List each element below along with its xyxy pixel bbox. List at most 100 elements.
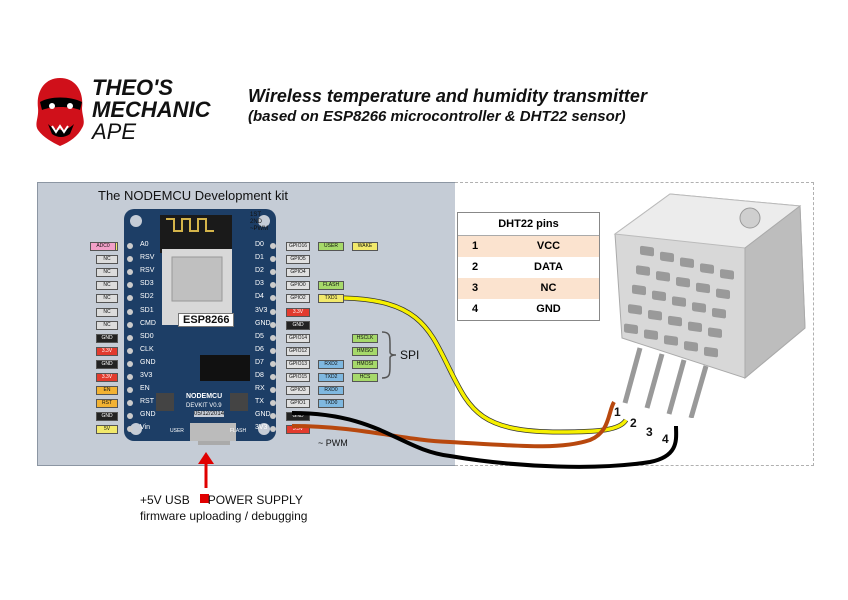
- left-pin-tag: NC: [96, 307, 118, 317]
- pin-hole-icon: [127, 387, 133, 394]
- right-pin-tag: GND: [286, 320, 310, 330]
- pin-hole-icon: [270, 426, 276, 433]
- devkit-label: DEVKIT V0.9: [186, 403, 222, 409]
- right-pin-tag: GPIO1: [286, 399, 310, 409]
- right-pin-label: D1: [255, 254, 264, 262]
- left-pin-label: CMD: [140, 319, 156, 327]
- function-tag: RXD0: [318, 386, 344, 396]
- pin-hole-icon: [270, 413, 276, 420]
- left-pin-label: 3V3: [140, 372, 153, 379]
- power-square-icon: [200, 494, 209, 503]
- function-tag: ADC0: [90, 242, 116, 251]
- right-pin-label: D8: [255, 372, 264, 379]
- pin-hole-icon: [127, 243, 133, 249]
- pin-hole-icon: [270, 243, 276, 249]
- pin-hole-icon: [127, 347, 133, 354]
- pin-hole-icon: [270, 308, 276, 315]
- function-tag: HSCLK: [352, 333, 378, 343]
- pin-hole-icon: [127, 269, 133, 276]
- left-pin-tag: RST: [96, 399, 118, 409]
- left-pin-label: RSV: [140, 254, 155, 262]
- left-pin-tag: NC: [96, 268, 118, 278]
- left-pin-tag: EN: [96, 386, 118, 396]
- pin-hole-icon: [127, 413, 133, 420]
- logo-line-1: THEO'S: [92, 75, 174, 100]
- left-pin-tag: GND: [96, 333, 118, 343]
- right-pin-tag: GPIO16: [286, 242, 310, 251]
- wire-vcc: [291, 400, 616, 449]
- kit-title: The NODEMCU Development kit: [98, 188, 288, 203]
- pwm-label: ~ PWM: [318, 438, 348, 448]
- chip-label: ESP8266: [178, 313, 235, 327]
- pin-hole-icon: [127, 295, 133, 302]
- right-pin-label: D3: [255, 280, 264, 288]
- left-pin-label: Vin: [140, 424, 150, 432]
- function-tag: TXD1: [318, 294, 344, 304]
- pin-hole-icon: [270, 360, 276, 367]
- spi-label: SPI: [400, 348, 420, 362]
- pin-hole-icon: [127, 256, 133, 263]
- right-pin-tag: GPIO4: [286, 268, 310, 278]
- page-subtitle: (based on ESP8266 microcontroller & DHT2…: [248, 108, 626, 125]
- right-pin-label: D6: [255, 345, 264, 353]
- spi-bracket-icon: [381, 331, 397, 379]
- left-pin-label: SD3: [140, 280, 154, 288]
- wire-gnd: [291, 411, 679, 469]
- pin-hole-icon: [270, 295, 276, 302]
- left-pin-tag: GND: [96, 359, 118, 369]
- pin-hole-icon: [127, 360, 133, 367]
- right-pin-label: D5: [255, 332, 264, 340]
- left-pin-label: A0: [140, 241, 149, 248]
- pin-hole-icon: [127, 400, 133, 407]
- sensor-pin-3-label: 3: [646, 425, 653, 439]
- pin-hole-icon: [270, 400, 276, 407]
- sensor-pin-2-label: 2: [630, 416, 637, 430]
- left-pin-tag: NC: [96, 294, 118, 304]
- function-tag: RXD2: [318, 359, 344, 369]
- left-pin-tag: 3.3V: [96, 373, 118, 382]
- right-pin-label: D4: [255, 293, 264, 301]
- pin-hole-icon: [127, 321, 133, 328]
- left-pin-tag: NC: [96, 255, 118, 265]
- wire-data: [343, 295, 629, 435]
- logo-line-3: APE: [92, 119, 137, 144]
- left-pin-tag: 3.3V: [96, 346, 118, 356]
- function-tag: WAKE: [352, 242, 378, 251]
- left-pin-label: GND: [140, 411, 156, 419]
- left-pin-label: EN: [140, 385, 150, 393]
- pin-hole-icon: [127, 426, 133, 433]
- pin-hole-icon: [127, 282, 133, 289]
- user-button-label: USER: [170, 428, 184, 434]
- pin-hole-icon: [270, 269, 276, 276]
- page-title: Wireless temperature and humidity transm…: [248, 86, 647, 106]
- pin-hole-icon: [127, 374, 133, 380]
- right-pin-label: 3V3: [255, 306, 268, 314]
- left-pin-tag: NC: [96, 281, 118, 291]
- function-tag: HMOSI: [352, 359, 378, 369]
- right-pin-tag: GPIO3: [286, 386, 310, 396]
- right-pin-label: D2: [255, 267, 264, 275]
- date-label: 05/12/2014: [194, 411, 225, 417]
- right-pin-label: D0: [255, 241, 264, 248]
- ape-logo-icon: [36, 78, 84, 146]
- right-pin-label: GND: [255, 319, 271, 327]
- right-pin-tag: 3.3V: [286, 307, 310, 317]
- dht22-sensor-icon: [613, 193, 806, 418]
- sensor-pin-4-label: 4: [662, 432, 669, 446]
- left-pin-label: GND: [140, 358, 156, 366]
- pin-hole-icon: [270, 347, 276, 354]
- pin-hole-icon: [270, 334, 276, 341]
- function-tag: TXD0: [318, 399, 344, 409]
- right-pin-label: RX: [255, 385, 265, 393]
- right-pin-tag: GPIO13: [286, 359, 310, 369]
- pin-hole-icon: [270, 387, 276, 394]
- left-pin-label: CLK: [140, 345, 154, 353]
- left-pin-label: SD0: [140, 332, 154, 340]
- right-pin-tag: GPIO14: [286, 333, 310, 343]
